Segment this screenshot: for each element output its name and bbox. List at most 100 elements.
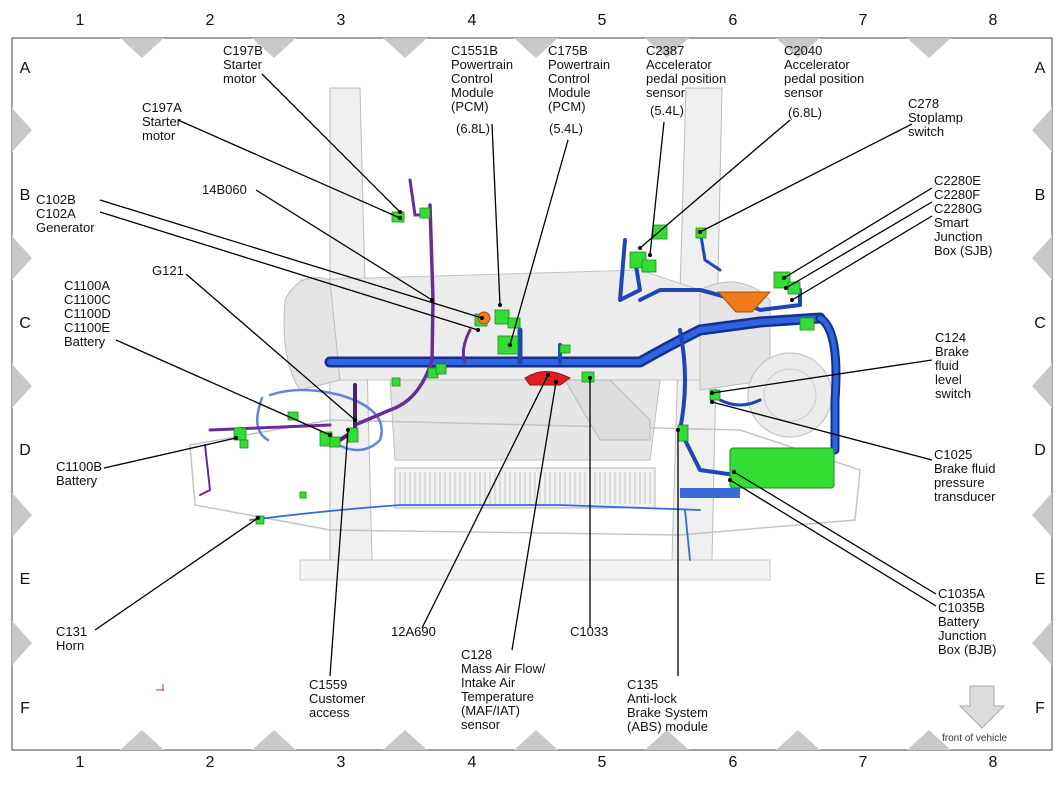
leader-arrowhead	[328, 433, 332, 437]
grid-col-top-6: 6	[728, 12, 738, 29]
grid-row-right-e: E	[1034, 571, 1046, 588]
leader-line	[509, 139, 569, 346]
connector	[435, 363, 447, 375]
grid-col-top-3: 3	[336, 12, 346, 29]
leader-line	[639, 119, 791, 249]
grid-col-top-4: 4	[467, 12, 477, 29]
grid-row-left-a: A	[19, 60, 31, 77]
leader-arrowhead	[353, 418, 357, 422]
border-marker-top	[120, 38, 164, 58]
connector	[239, 439, 249, 449]
leader-arrowhead	[790, 298, 794, 302]
connector	[559, 344, 571, 354]
border-marker-right	[1032, 621, 1052, 665]
leader-line	[491, 123, 501, 306]
border-marker-bottom	[514, 730, 558, 750]
connector	[641, 259, 657, 273]
border-marker-top	[776, 38, 820, 58]
harness-main-blue	[249, 228, 841, 561]
leader-line	[711, 359, 933, 394]
label-c1035-bjb: C1035A C1035B Battery Junction Box (BJB)	[938, 586, 997, 657]
callout-leader-lines	[94, 73, 937, 677]
border-marker-left	[12, 621, 32, 665]
grid-col-bottom-1: 1	[75, 754, 85, 771]
leader-line	[511, 381, 557, 651]
connector	[677, 424, 689, 442]
label-c1551b-engine: (6.8L)	[456, 121, 490, 136]
label-c131-horn: C131 Horn	[56, 624, 88, 653]
label-c1559-customer-access: C1559 Customer access	[309, 677, 366, 720]
grid-row-right-f: F	[1035, 700, 1045, 717]
border-marker-left	[12, 108, 32, 152]
label-c2387-engine: (5.4L)	[650, 103, 684, 118]
label-c1033: C1033	[570, 624, 609, 639]
leader-arrowhead	[732, 470, 736, 474]
border-marker-right	[1032, 236, 1052, 280]
label-c1551b-pcm: C1551B Powertrain Control Module (PCM)	[451, 43, 514, 114]
connector	[799, 317, 815, 331]
leader-arrowhead	[710, 400, 714, 404]
leader-line	[733, 471, 937, 595]
border-marker-bottom	[383, 730, 427, 750]
grid-row-right-b: B	[1034, 187, 1046, 204]
battery-junction-box	[729, 447, 835, 489]
label-c197b-starter-motor: C197B Starter motor	[223, 43, 263, 86]
label-c2280-sjb: C2280E C2280F C2280G Smart Junction Box …	[934, 173, 993, 258]
grid-col-top-1: 1	[75, 12, 85, 29]
leader-line	[783, 187, 933, 279]
leader-arrowhead	[784, 286, 788, 290]
front-of-vehicle-arrow-icon	[958, 685, 1006, 729]
grid-border-markers	[12, 38, 1052, 750]
grid-col-bottom-5: 5	[597, 754, 607, 771]
label-c128-maf-iat: C128 Mass Air Flow/ Intake Air Temperatu…	[461, 647, 546, 732]
label-c2040-app-sensor: C2040 Accelerator pedal position sensor	[784, 43, 865, 100]
label-12a690: 12A690	[391, 624, 436, 639]
leader-line	[177, 119, 401, 219]
border-marker-right	[1032, 364, 1052, 408]
connector	[581, 371, 595, 383]
grid-col-bottom-2: 2	[205, 754, 215, 771]
leader-arrowhead	[676, 428, 680, 432]
label-c2040-engine: (6.8L)	[788, 105, 822, 120]
label-c1025-pressure-transducer: C1025 Brake fluid pressure transducer	[934, 447, 996, 504]
leader-line	[329, 429, 349, 677]
leader-arrowhead	[346, 428, 350, 432]
label-c175b-engine: (5.4L)	[549, 121, 583, 136]
leader-arrowhead	[546, 373, 550, 377]
connector	[773, 271, 791, 289]
border-marker-left	[12, 236, 32, 280]
leader-line	[99, 199, 483, 319]
leader-arrowhead	[480, 316, 484, 320]
border-marker-bottom	[907, 730, 951, 750]
leader-arrowhead	[554, 380, 558, 384]
leader-arrowhead	[398, 216, 402, 220]
leader-arrowhead	[430, 298, 434, 302]
connector	[507, 317, 521, 329]
border-marker-right	[1032, 493, 1052, 537]
leader-arrowhead	[234, 436, 238, 440]
front-of-vehicle-label: front of vehicle	[942, 733, 1008, 744]
label-c135-abs-module: C135 Anti-lock Brake System (ABS) module	[627, 677, 708, 734]
border-marker-top	[907, 38, 951, 58]
grid-col-top-8: 8	[988, 12, 998, 29]
grid-col-bottom-4: 4	[467, 754, 477, 771]
border-marker-top	[645, 38, 689, 58]
part-12a690-red	[524, 371, 571, 386]
leader-line	[115, 339, 331, 436]
label-c197a-starter-motor: C197A Starter motor	[142, 100, 182, 143]
leader-line	[255, 189, 433, 301]
label-c1100b-battery: C1100B Battery	[56, 459, 103, 488]
border-marker-bottom	[776, 730, 820, 750]
border-marker-top	[252, 38, 296, 58]
leader-line	[99, 211, 479, 331]
grid-row-right-a: A	[1034, 60, 1046, 77]
grid-row-right-c: C	[1034, 315, 1046, 332]
leader-line	[699, 123, 913, 233]
leader-line	[729, 479, 937, 607]
orange-reservoir	[716, 291, 772, 313]
engine-compartment-drawing	[189, 87, 861, 581]
small-marker-icon	[156, 684, 164, 691]
leader-arrowhead	[648, 253, 652, 257]
leader-arrowhead	[256, 516, 260, 520]
